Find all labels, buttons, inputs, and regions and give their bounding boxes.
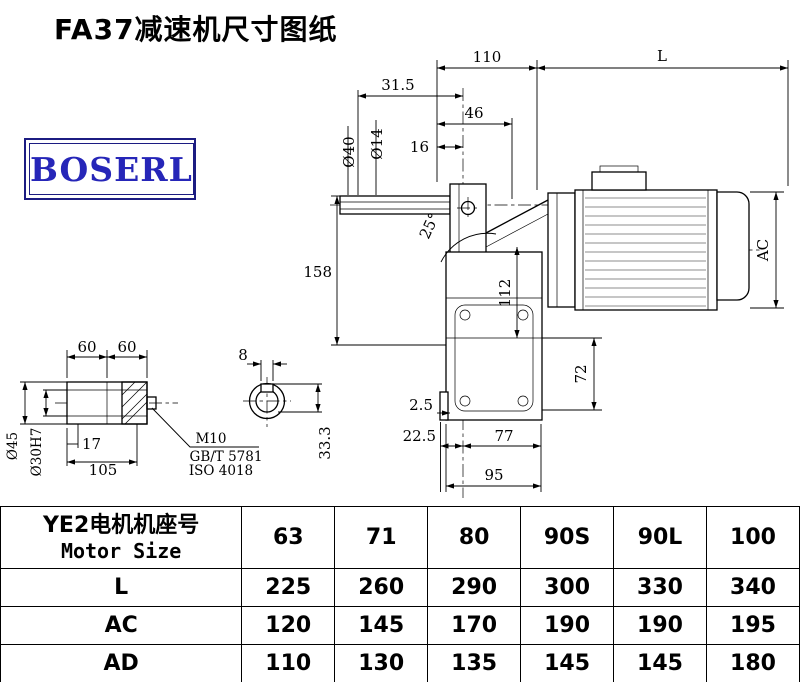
L-90L: 330 xyxy=(613,568,707,607)
L-100: 340 xyxy=(705,568,800,607)
size-63: 63 xyxy=(241,506,336,569)
dim-16: 16 xyxy=(410,138,429,156)
output-boss xyxy=(439,391,449,421)
motor-cooling-fins xyxy=(585,197,706,307)
dim-8: 8 xyxy=(238,346,248,364)
size-71: 71 xyxy=(334,506,429,569)
fan-cowl xyxy=(716,191,750,301)
dimension-lines xyxy=(334,65,788,489)
keyway-slot xyxy=(260,383,274,393)
housing-slant xyxy=(485,199,549,248)
hollow-shaft-section xyxy=(66,381,157,425)
L-63: 225 xyxy=(241,568,336,607)
gearbox-housing xyxy=(439,251,543,421)
table-row-AC: AC 120 145 170 190 190 195 xyxy=(0,606,800,645)
shaft-section-view: 60 60 Ø45 Ø30H7 17 105 M10 GB/T 5781 ISO… xyxy=(5,338,334,479)
shaft-dimension-lines xyxy=(22,354,259,465)
motor-size-table: YE2电机机座号 Motor Size 63 71 80 90S 90L 100… xyxy=(0,506,800,682)
AD-63: 110 xyxy=(241,644,336,682)
AC-90S: 190 xyxy=(520,606,615,645)
motor-size-label-cn: YE2电机机座号 xyxy=(43,512,200,538)
dim-angle-25: 25° xyxy=(416,210,444,242)
motor-body xyxy=(574,165,750,311)
label-m10: M10 xyxy=(195,431,226,447)
AC-71: 145 xyxy=(334,606,429,645)
motor-size-table-wrap: YE2电机机座号 Motor Size 63 71 80 90S 90L 100… xyxy=(0,506,800,682)
dim-dia40: Ø40 xyxy=(340,136,358,167)
input-shaft xyxy=(339,195,451,215)
dim-110: 110 xyxy=(473,48,502,66)
size-90L: 90L xyxy=(613,506,707,569)
dim-33-3: 33.3 xyxy=(316,426,334,459)
size-90S: 90S xyxy=(520,506,615,569)
keyway-section xyxy=(243,360,322,427)
AC-90L: 190 xyxy=(613,606,707,645)
AD-71: 130 xyxy=(334,644,429,682)
row-label-AD: AD xyxy=(0,644,243,682)
motor-adapter xyxy=(547,192,576,308)
motor-size-label-en: Motor Size xyxy=(60,539,182,564)
terminal-box-lid xyxy=(599,165,639,173)
AD-90S: 145 xyxy=(520,644,615,682)
L-90S: 300 xyxy=(520,568,615,607)
boserl-logo-frame: BOSERL xyxy=(29,143,194,195)
table-row-L: L 225 260 290 300 330 340 xyxy=(0,568,800,607)
size-100: 100 xyxy=(705,506,800,569)
table-row-AD: AD 110 130 135 145 145 180 xyxy=(0,644,800,682)
AC-63: 120 xyxy=(241,606,336,645)
boserl-logo-text: BOSERL xyxy=(30,149,193,189)
L-80: 290 xyxy=(427,568,522,607)
AD-90L: 145 xyxy=(613,644,707,682)
page-title: FA37减速机尺寸图纸 xyxy=(54,13,338,46)
dim-60-left: 60 xyxy=(77,338,96,356)
dim-95: 95 xyxy=(484,466,503,484)
dim-72: 72 xyxy=(572,364,590,383)
dim-46: 46 xyxy=(464,104,483,122)
dim-60-right: 60 xyxy=(117,338,136,356)
row-label-AC: AC xyxy=(0,606,243,645)
dim-dia45: Ø45 xyxy=(5,432,21,460)
dim-2-5: 2.5 xyxy=(409,396,433,414)
dim-dia14: Ø14 xyxy=(368,128,386,159)
label-iso-4018: ISO 4018 xyxy=(189,463,253,479)
AC-100: 195 xyxy=(705,606,800,645)
dim-77: 77 xyxy=(494,427,513,445)
AC-80: 170 xyxy=(427,606,522,645)
dim-22-5: 22.5 xyxy=(403,427,436,445)
retaining-bolt xyxy=(146,396,157,410)
angle-arc xyxy=(440,232,497,263)
main-view: 110 L 31.5 46 16 Ø40 Ø14 25° 158 112 AC … xyxy=(303,47,789,498)
dim-AC: AC xyxy=(754,239,772,262)
extension-lines xyxy=(331,60,789,492)
terminal-box xyxy=(591,171,647,191)
dim-31-5: 31.5 xyxy=(381,76,414,94)
row-label-L: L xyxy=(0,568,243,607)
dim-158: 158 xyxy=(303,263,332,281)
size-80: 80 xyxy=(427,506,522,569)
AD-80: 135 xyxy=(427,644,522,682)
AD-100: 180 xyxy=(705,644,800,682)
dim-L: L xyxy=(657,47,667,65)
dim-17: 17 xyxy=(82,435,101,453)
dim-dia30h7: Ø30H7 xyxy=(29,428,45,477)
motor-size-header-cell: YE2电机机座号 Motor Size xyxy=(0,506,243,569)
dim-112: 112 xyxy=(496,279,514,308)
label-gb-5781: GB/T 5781 xyxy=(190,449,263,465)
L-71: 260 xyxy=(334,568,429,607)
technical-drawing: 110 L 31.5 46 16 Ø40 Ø14 25° 158 112 AC … xyxy=(5,47,789,498)
table-header-row: YE2电机机座号 Motor Size 63 71 80 90S 90L 100 xyxy=(0,506,800,569)
boserl-logo: BOSERL xyxy=(24,138,196,200)
dim-105: 105 xyxy=(89,461,118,479)
m10-leader xyxy=(151,407,259,448)
